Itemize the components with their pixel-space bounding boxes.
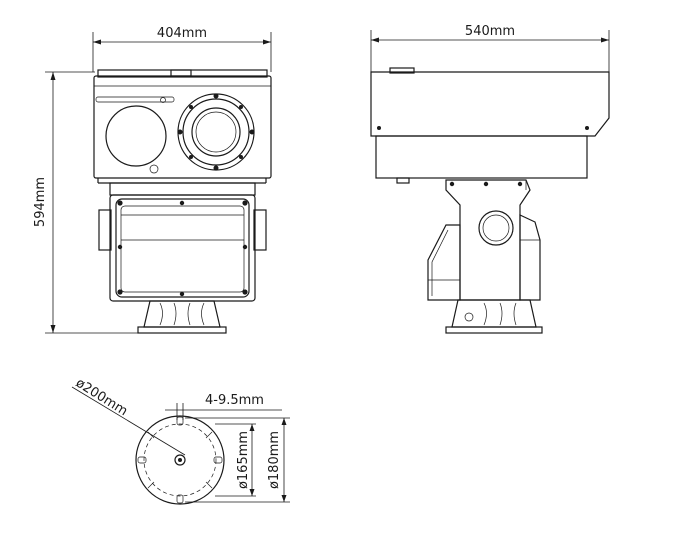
front-base [143, 300, 221, 328]
front-width-label: 404mm [157, 26, 207, 41]
bolt-circle-inner-label: ø165mm [236, 431, 251, 489]
side-width-label: 540mm [465, 24, 515, 39]
front-left-side-cap [98, 209, 112, 251]
side-base [451, 299, 537, 328]
bolt-circle-outer-label: ø180mm [267, 431, 282, 489]
front-left-window [105, 105, 167, 167]
height-dimension: 594mm [33, 71, 138, 334]
base-diameter-label: ø200mm [73, 376, 130, 420]
side-sunshield [370, 71, 610, 137]
front-view: 404mm [33, 26, 272, 334]
base-flange-view: ø200mm 4-9.5mm [71, 376, 290, 505]
height-label: 594mm [33, 177, 48, 227]
side-bracket [445, 179, 531, 301]
front-right-side-cap [253, 209, 267, 251]
bolt-circle-dimensions: ø165mm ø180mm [185, 417, 290, 503]
hole-size-dimension: 4-9.5mm [165, 393, 282, 420]
front-width-dimension: 404mm [92, 26, 272, 72]
front-top-connector [170, 69, 192, 77]
front-pan-body [109, 194, 256, 302]
front-housing [93, 75, 272, 179]
flange-outer-circle [135, 415, 225, 505]
front-camera-lens [177, 93, 255, 171]
side-tilt-axis [478, 210, 514, 246]
side-view: 540mm [370, 24, 610, 334]
side-width-dimension: 540mm [370, 24, 610, 72]
side-housing [375, 135, 588, 179]
hole-size-label: 4-9.5mm [205, 393, 264, 408]
